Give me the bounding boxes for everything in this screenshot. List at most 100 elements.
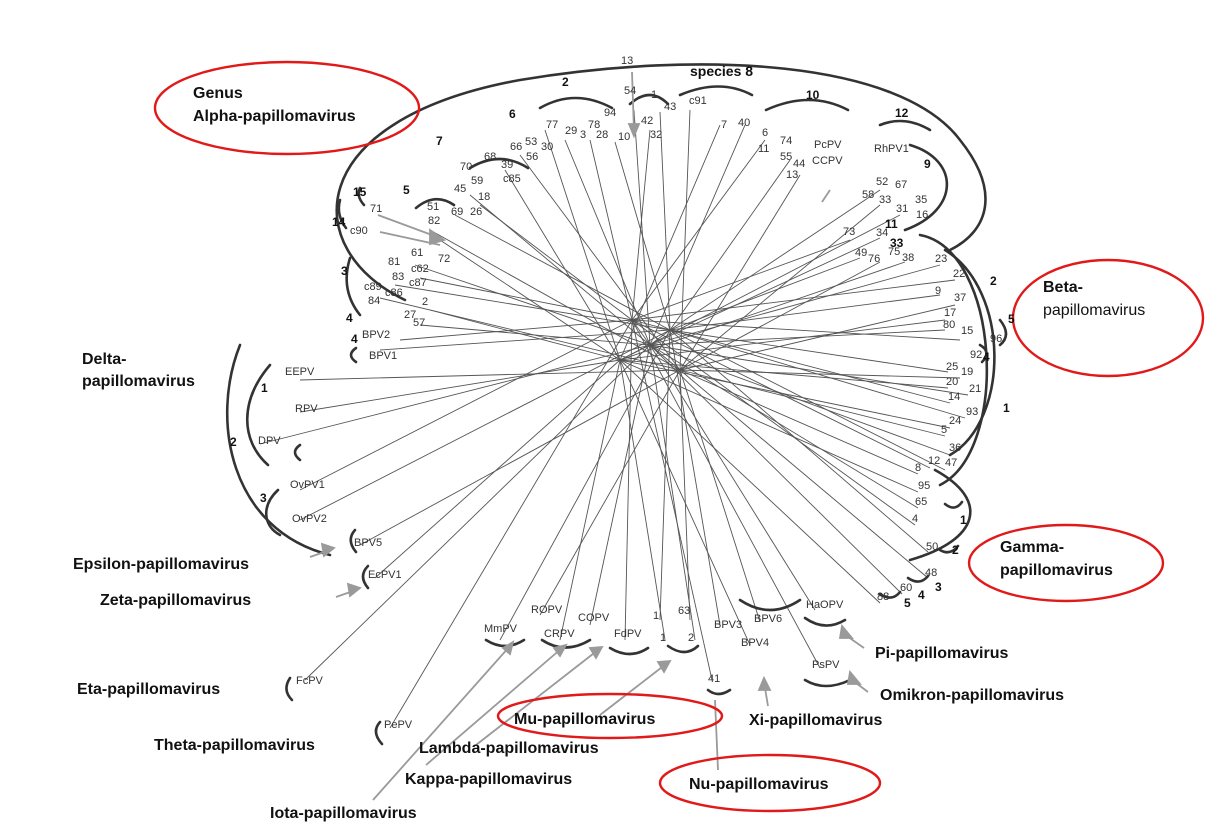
leaf-label: 74 [780, 135, 792, 147]
leaf-label: 96 [990, 333, 1002, 345]
tree-branch [619, 359, 919, 493]
clade-number: 3 [260, 491, 267, 505]
leaf-label: 72 [438, 253, 450, 265]
leaf-label: 39 [501, 159, 513, 171]
leaf-label: PePV [384, 719, 413, 731]
leaf-label: 15 [961, 325, 973, 337]
tree-branch [299, 319, 633, 491]
leaf-label: c62 [411, 263, 429, 275]
leaf-label: 2 [422, 296, 428, 308]
clade-number: 2 [952, 543, 959, 557]
leaf-label: OvPV1 [290, 479, 325, 491]
tree-branch [679, 109, 691, 371]
tree-branch [679, 304, 956, 371]
tree-branch [649, 344, 816, 611]
leaf-label: 75 [888, 246, 900, 258]
leaf-label: BPV5 [354, 537, 382, 549]
tree-branch [394, 284, 671, 331]
clade-number: 7 [436, 134, 443, 148]
clade-number: 14 [332, 215, 346, 229]
tree-branch [679, 369, 761, 623]
leaf-label: 49 [855, 247, 867, 259]
tree-branch [649, 344, 903, 595]
clade-number: 33 [890, 236, 904, 250]
leaf-label: c89 [364, 281, 382, 293]
leaf-label: 71 [370, 203, 382, 215]
tree-internal-branch [649, 329, 671, 346]
tree-branch [669, 329, 949, 373]
leaf-label: 93 [966, 406, 978, 418]
leaf-label: 16 [916, 209, 928, 221]
leaf-label: 65 [915, 496, 927, 508]
tree-branch [649, 329, 946, 346]
tree-branch [374, 359, 621, 579]
tree-branch [659, 111, 671, 331]
tree-branch [619, 261, 906, 361]
highlight-circles [153, 60, 1205, 813]
leaf-label: FcPV [296, 675, 324, 687]
kappa-genus-label: Kappa-papillomavirus [405, 771, 572, 788]
tree-branch [649, 237, 881, 346]
leaf-label: COPV [578, 612, 610, 624]
tree-branch [669, 329, 929, 553]
tree-branch [631, 279, 956, 321]
leaf-label: 6 [762, 127, 768, 139]
clade-brackets [225, 85, 1008, 746]
leaf-label: 25 [946, 361, 958, 373]
leaf-label: BPV2 [362, 329, 390, 341]
theta-genus-label: Theta-papillomavirus [154, 737, 315, 754]
leaf-label: BPV6 [754, 613, 782, 625]
leaf-label: 61 [411, 247, 423, 259]
alpha-group-outline [335, 63, 987, 302]
tree-branch [589, 139, 633, 321]
leaf-label: 33 [879, 194, 891, 206]
leaf-label: 80 [943, 319, 955, 331]
tree-branch [589, 344, 651, 626]
leaf-label: 41 [708, 673, 720, 685]
leaf-label: 20 [946, 376, 958, 388]
beta-genus-label-2: papillomavirus [1043, 302, 1145, 319]
gamma-genus-label-1: Gamma- [1000, 539, 1064, 556]
tree-branch [649, 344, 969, 396]
tree-branch [679, 369, 929, 579]
tree-branch [631, 239, 851, 321]
tree-branch [631, 319, 821, 669]
leaf-label: CCPV [812, 155, 843, 167]
omikron-genus-label: Omikron-papillomavirus [880, 687, 1064, 704]
leaf-label: 78 [588, 119, 600, 131]
leaf-label: 5 [941, 424, 947, 436]
xi-genus-label: Xi-papillomavirus [749, 712, 882, 729]
tree-branch [454, 214, 671, 331]
leaf-label: EcPV1 [368, 569, 402, 581]
clade-number: 3 [935, 580, 942, 594]
clade-number: 5 [1008, 312, 1015, 326]
tree-branch [619, 359, 666, 641]
tree-branch [669, 329, 966, 419]
grey-arrows [309, 71, 869, 801]
clade-number: 5 [904, 596, 911, 610]
leaf-label: RhPV1 [874, 143, 909, 155]
leaf-label: 55 [780, 151, 792, 163]
leaf-label: 47 [945, 457, 957, 469]
leaf-label: 66 [510, 141, 522, 153]
genus-labels: Genus Alpha-papillomavirus Beta- papillo… [73, 85, 1145, 822]
beta-genus-label-1: Beta- [1043, 279, 1083, 296]
mu-genus-label: Mu-papillomavirus [514, 711, 655, 728]
tree-branch [649, 344, 696, 641]
leaf-label: 9 [935, 285, 941, 297]
tree-branch [379, 329, 671, 351]
tree-branch [259, 344, 651, 445]
clade-number: 4 [346, 311, 353, 325]
leaf-label: 14 [948, 391, 960, 403]
delta-genus-label-2: papillomavirus [82, 373, 195, 390]
leaf-label: 38 [902, 252, 914, 264]
nu-genus-label: Nu-papillomavirus [689, 776, 829, 793]
leaf-label: 34 [876, 227, 888, 239]
leaf-label: 68 [484, 151, 496, 163]
leaf-label: c91 [689, 95, 707, 107]
clade-number: 2 [990, 274, 997, 288]
leaf-label: 42 [641, 115, 653, 127]
tree-branch [649, 124, 746, 346]
clade-number: 12 [895, 106, 909, 120]
leaf-label: 26 [470, 206, 482, 218]
